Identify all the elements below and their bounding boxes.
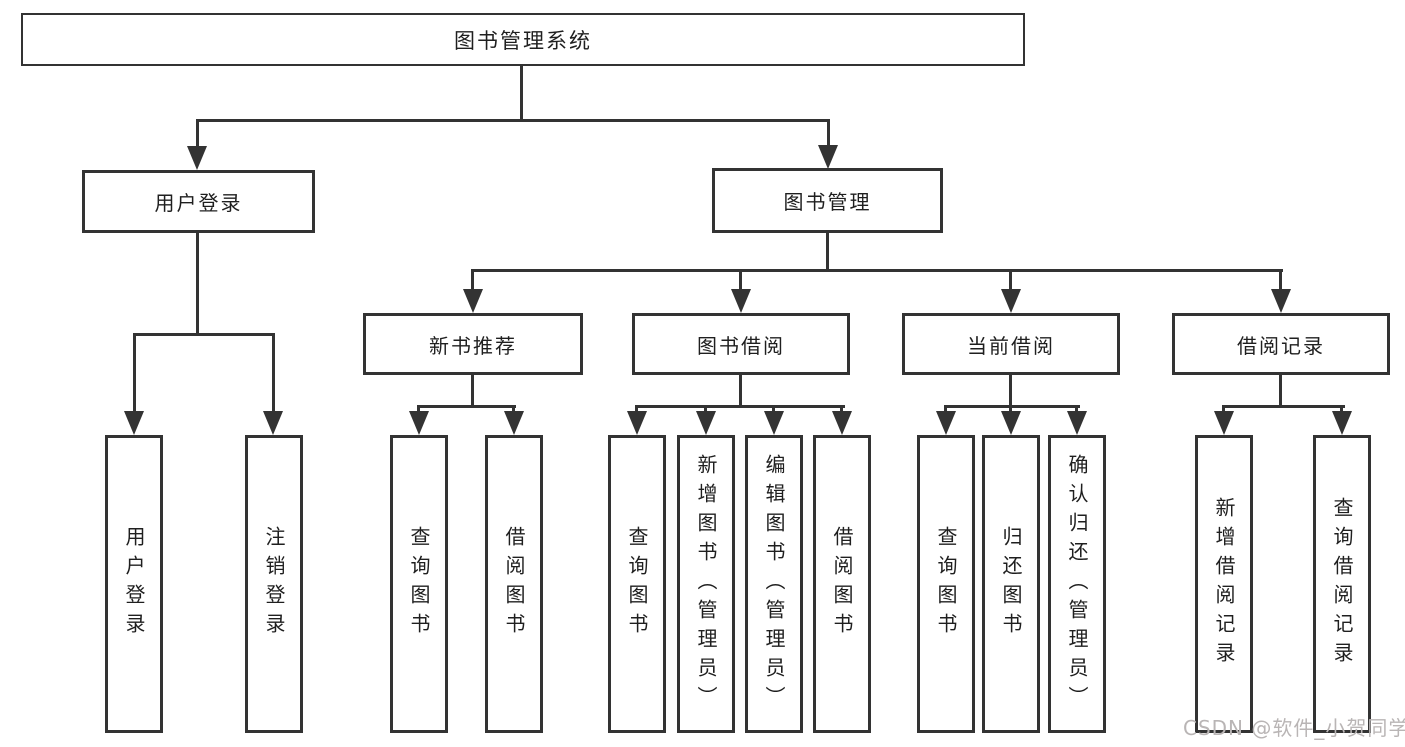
connector-line (196, 233, 199, 336)
leaf-logout-label: 注销登录 (262, 526, 286, 642)
connector-line (944, 405, 1080, 408)
arrow-down-icon (627, 411, 647, 435)
connector-line (635, 405, 638, 415)
arrow-down-icon (1214, 411, 1234, 435)
leaf-borrow-books-recommend-label: 借阅图书 (502, 526, 526, 642)
connector-line (471, 269, 474, 291)
leaf-return-books: 归还图书 (982, 435, 1040, 733)
arrow-down-icon (1001, 411, 1021, 435)
arrow-down-icon (463, 289, 483, 313)
connector-line (704, 405, 707, 415)
arrow-down-icon (409, 411, 429, 435)
connector-line (1222, 405, 1345, 408)
node-user-login-label: 用户登录 (154, 191, 243, 215)
node-root-system: 图书管理系统 (21, 13, 1025, 66)
connector-line (1075, 405, 1078, 415)
connector-line (826, 233, 829, 272)
node-borrow-records-label: 借阅记录 (1237, 333, 1325, 358)
arrow-down-icon (1001, 289, 1021, 313)
node-current-borrow-label: 当前借阅 (967, 333, 1055, 358)
node-borrow-records: 借阅记录 (1172, 313, 1390, 375)
leaf-query-books-recommend: 查询图书 (390, 435, 448, 733)
node-book-borrow-label: 图书借阅 (697, 333, 785, 358)
connector-line (1279, 375, 1282, 408)
leaf-user-login-label: 用户登录 (122, 526, 146, 642)
leaf-add-borrow-record-label: 新增借阅记录 (1212, 497, 1236, 671)
arrow-down-icon (124, 411, 144, 435)
node-book-management: 图书管理 (712, 168, 943, 233)
connector-line (739, 269, 742, 291)
connector-line (1279, 269, 1282, 291)
connector-line (133, 333, 136, 413)
leaf-add-books-admin: 新增图书（管理员） (677, 435, 735, 733)
arrow-down-icon (832, 411, 852, 435)
node-book-borrow: 图书借阅 (632, 313, 850, 375)
connector-line (1222, 405, 1225, 415)
arrow-down-icon (936, 411, 956, 435)
leaf-add-books-admin-label: 新增图书（管理员） (694, 453, 718, 715)
leaf-confirm-return-admin-label: 确认归还（管理员） (1065, 453, 1089, 715)
arrow-down-icon (1067, 411, 1087, 435)
node-new-book-recommend-label: 新书推荐 (429, 333, 517, 358)
leaf-query-borrow-record-label: 查询借阅记录 (1330, 497, 1354, 671)
leaf-query-books-borrow-label: 查询图书 (625, 526, 649, 642)
connector-line (1009, 269, 1012, 291)
connector-line (196, 119, 199, 147)
connector-line (133, 333, 275, 336)
leaf-user-login: 用户登录 (105, 435, 163, 733)
node-book-management-label: 图书管理 (783, 190, 872, 214)
csdn-watermark: CSDN @软件_小贺同学 (1183, 716, 1405, 740)
connector-line (520, 66, 523, 122)
leaf-logout: 注销登录 (245, 435, 303, 733)
leaf-query-books-current: 查询图书 (917, 435, 975, 733)
leaf-add-borrow-record: 新增借阅记录 (1195, 435, 1253, 733)
connector-line (471, 269, 1283, 272)
connector-line (827, 119, 830, 146)
arrow-down-icon (731, 289, 751, 313)
leaf-borrow-books-recommend: 借阅图书 (485, 435, 543, 733)
leaf-borrow-books-borrow-label: 借阅图书 (830, 526, 854, 642)
node-user-login: 用户登录 (82, 170, 315, 233)
leaf-borrow-books-borrow: 借阅图书 (813, 435, 871, 733)
connector-line (417, 405, 420, 415)
leaf-return-books-label: 归还图书 (999, 526, 1023, 642)
arrow-down-icon (504, 411, 524, 435)
arrow-down-icon (187, 146, 207, 170)
arrow-down-icon (263, 411, 283, 435)
node-new-book-recommend: 新书推荐 (363, 313, 583, 375)
connector-line (840, 405, 843, 415)
leaf-query-books-recommend-label: 查询图书 (407, 526, 431, 642)
node-current-borrow: 当前借阅 (902, 313, 1120, 375)
connector-line (417, 405, 516, 408)
connector-line (772, 405, 775, 415)
leaf-edit-books-admin-label: 编辑图书（管理员） (762, 453, 786, 715)
leaf-query-books-current-label: 查询图书 (934, 526, 958, 642)
connector-line (1009, 375, 1012, 408)
arrow-down-icon (696, 411, 716, 435)
node-root-label: 图书管理系统 (454, 28, 592, 53)
connector-line (635, 405, 845, 408)
connector-line (739, 375, 742, 408)
connector-line (272, 333, 275, 413)
arrow-down-icon (764, 411, 784, 435)
arrow-down-icon (818, 145, 838, 169)
connector-line (512, 405, 515, 415)
connector-line (944, 405, 947, 415)
leaf-confirm-return-admin: 确认归还（管理员） (1048, 435, 1106, 733)
connector-line (471, 375, 474, 408)
leaf-query-books-borrow: 查询图书 (608, 435, 666, 733)
leaf-edit-books-admin: 编辑图书（管理员） (745, 435, 803, 733)
connector-line (1009, 405, 1012, 415)
arrow-down-icon (1271, 289, 1291, 313)
connector-line (196, 119, 830, 122)
connector-line (1340, 405, 1343, 415)
arrow-down-icon (1332, 411, 1352, 435)
leaf-query-borrow-record: 查询借阅记录 (1313, 435, 1371, 733)
